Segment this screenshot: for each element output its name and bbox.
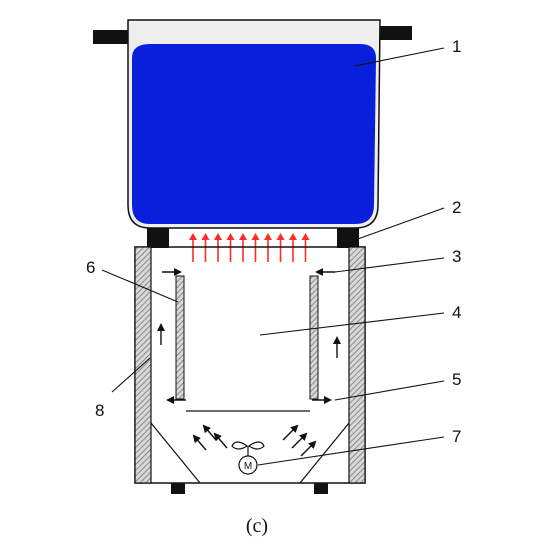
callout-5: 5 bbox=[452, 370, 461, 389]
heat-arrow-head bbox=[189, 233, 197, 240]
foot-right bbox=[314, 483, 328, 494]
fan-icon bbox=[231, 441, 265, 456]
heat-arrow-head bbox=[201, 233, 210, 240]
pot-support-right bbox=[337, 228, 359, 248]
leader-lines bbox=[101, 47, 445, 466]
heat-arrow-head bbox=[214, 233, 222, 240]
pot-water bbox=[132, 44, 376, 224]
airflow-arrows bbox=[157, 268, 341, 457]
exchanger-column-left bbox=[175, 275, 185, 400]
deflector-right bbox=[299, 422, 350, 484]
pot-handle-left bbox=[93, 30, 129, 44]
heat-arrow-head bbox=[226, 233, 235, 240]
callout-1: 1 bbox=[452, 37, 461, 56]
outer-casing bbox=[134, 246, 366, 484]
heat-arrow-head bbox=[239, 233, 247, 240]
motor-symbol: M bbox=[244, 461, 252, 472]
callout-8: 8 bbox=[95, 401, 104, 420]
callout-6: 6 bbox=[86, 258, 95, 277]
heat-arrow-head bbox=[289, 233, 297, 240]
callout-3: 3 bbox=[452, 247, 461, 266]
heat-arrows bbox=[189, 233, 310, 262]
heat-arrow-head bbox=[264, 233, 272, 240]
pot-support-left bbox=[147, 228, 169, 248]
pot-handle-right bbox=[378, 26, 412, 40]
foot-left bbox=[171, 483, 185, 494]
callout-7: 7 bbox=[452, 427, 461, 446]
heat-arrow-head bbox=[301, 233, 310, 240]
exchanger-column-right bbox=[309, 275, 319, 400]
figure-caption: (c) bbox=[246, 515, 268, 537]
callout-2: 2 bbox=[452, 198, 461, 217]
heat-arrow-head bbox=[276, 233, 285, 240]
callout-4: 4 bbox=[452, 303, 461, 322]
insulation-wall-right bbox=[348, 246, 366, 484]
motor-icon: M bbox=[238, 455, 258, 475]
deflector-left bbox=[150, 422, 201, 484]
heat-arrow-head bbox=[251, 233, 260, 240]
